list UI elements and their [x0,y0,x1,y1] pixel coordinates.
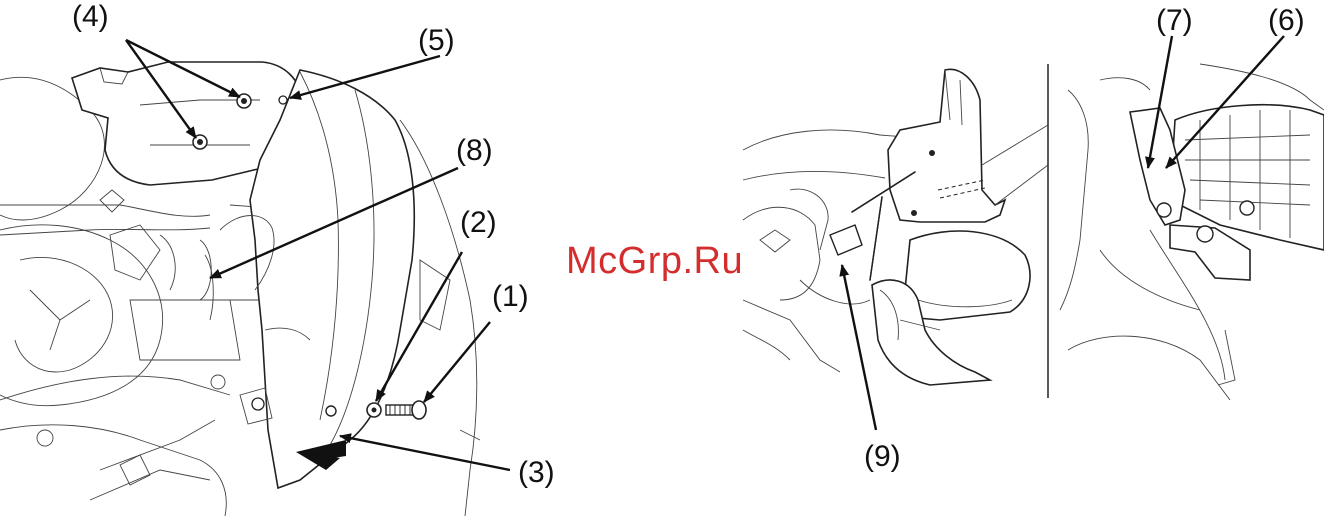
callout-7: (7) [1156,6,1193,36]
callout-5: (5) [418,26,455,56]
right-illustration [1060,36,1324,400]
callout-8: (8) [456,136,493,166]
middle-illustration [743,64,1048,430]
callout-1: (1) [492,282,529,312]
washer-2 [367,403,381,417]
callout-6: (6) [1268,6,1305,36]
left-illustration [0,40,510,516]
callout-2: (2) [460,208,497,238]
watermark-text: McGrp.Ru [566,240,743,283]
callout-9: (9) [864,442,901,472]
callout-3: (3) [518,458,555,488]
callout-4: (4) [72,2,109,32]
bolt-1 [386,401,426,419]
